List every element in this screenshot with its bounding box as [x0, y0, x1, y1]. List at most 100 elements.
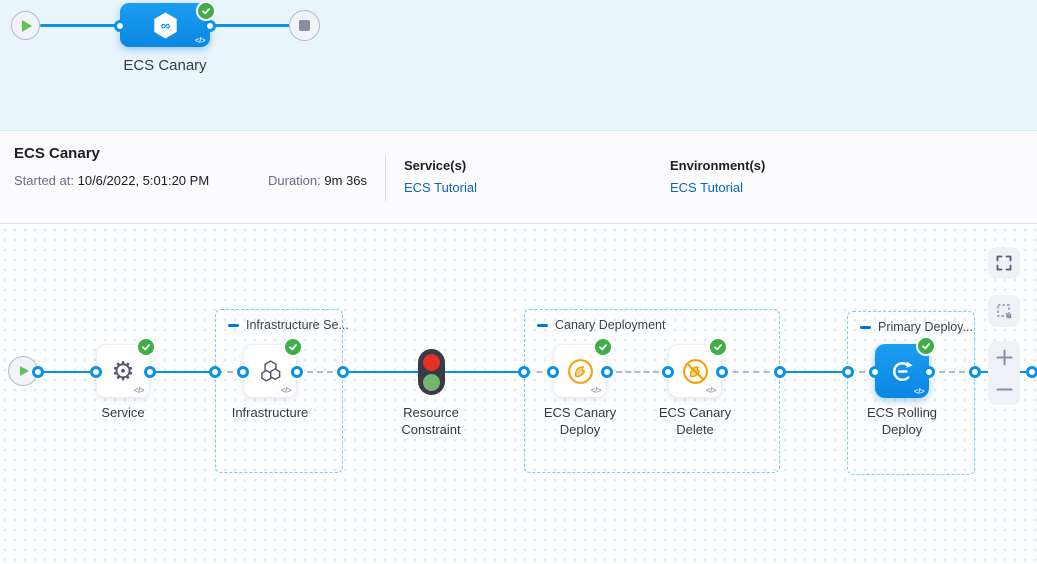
step-node-ecs-canary-deploy[interactable]: </>: [553, 337, 613, 398]
code-icon: </>: [705, 386, 717, 395]
edge-line: [210, 24, 290, 27]
canary-delete-icon: [682, 358, 708, 384]
execution-summary-bar: ECS Canary Started at: 10/6/2022, 5:01:2…: [0, 132, 1037, 224]
duration-value: 9m 36s: [324, 173, 368, 188]
environments-label: Environment(s): [670, 158, 766, 173]
traffic-light-red-icon: [423, 353, 440, 371]
plus-icon: [996, 349, 1012, 365]
started-at: Started at: 10/6/2022, 5:01:20 PM: [14, 173, 209, 188]
marquee-select-button[interactable]: [988, 295, 1020, 327]
services-block: Service(s) ECS Tutorial: [404, 158, 477, 195]
node-port: [842, 366, 854, 378]
pipeline-stage-banner: ∞ </> ECS Canary: [0, 0, 1037, 131]
node-port: [209, 366, 221, 378]
node-port: [923, 366, 935, 378]
node-port: [144, 366, 156, 378]
node-port: [291, 366, 303, 378]
services-label: Service(s): [404, 158, 467, 173]
execution-title: ECS Canary: [14, 145, 100, 162]
group-header: Canary Deployment: [537, 318, 665, 332]
canary-deploy-icon: [567, 358, 593, 384]
harness-hexagon-icon: ∞: [153, 12, 177, 38]
edge-dashed-line: [607, 371, 668, 374]
node-port: [237, 366, 249, 378]
pipeline-end-node[interactable]: [289, 10, 320, 41]
node-port: [337, 366, 349, 378]
duration-label: Duration:: [268, 173, 321, 188]
code-icon: </>: [590, 386, 602, 395]
group-label: Primary Deploy...: [878, 320, 973, 334]
step-node-ecs-canary-delete[interactable]: </>: [668, 337, 728, 398]
started-value: 10/6/2022, 5:01:20 PM: [77, 173, 210, 188]
step-node-service[interactable]: ⚙ </>: [96, 337, 156, 398]
success-check-icon: [196, 1, 216, 21]
step-node-infrastructure[interactable]: </>: [243, 337, 303, 398]
edge-line: [40, 24, 121, 27]
collapse-minus-icon[interactable]: [537, 323, 548, 327]
environments-link[interactable]: ECS Tutorial: [670, 180, 743, 195]
fullscreen-button[interactable]: [988, 247, 1020, 279]
success-check-icon: [283, 337, 303, 357]
edge-line: [38, 370, 98, 374]
code-icon: </>: [133, 386, 145, 395]
stage-label: ECS Canary: [123, 57, 207, 74]
stop-icon: [299, 20, 310, 31]
minus-icon: [996, 388, 1012, 390]
traffic-light-green-icon: [423, 373, 440, 391]
execution-graph-canvas[interactable]: Infrastructure Se... Canary Deployment P…: [0, 225, 1037, 564]
play-icon: [22, 19, 32, 32]
node-port: [716, 366, 728, 378]
collapse-minus-icon[interactable]: [860, 325, 871, 329]
node-port: [114, 19, 126, 32]
edge-dashed-line: [297, 371, 343, 374]
edge-dashed-line: [848, 371, 876, 374]
step-label: ECS Rolling Deploy: [866, 405, 938, 437]
step-label: Service: [101, 405, 145, 420]
environments-block: Environment(s) ECS Tutorial: [670, 158, 765, 195]
group-header: Primary Deploy...: [860, 320, 973, 334]
node-port: [32, 366, 44, 378]
step-label: Resource Constraint: [401, 405, 461, 437]
node-port: [547, 366, 559, 378]
node-port: [601, 366, 613, 378]
node-port: [1026, 366, 1037, 378]
summary-divider: [385, 155, 386, 201]
edge-dashed-line: [722, 371, 780, 374]
node-port: [869, 366, 881, 378]
step-node-resource-constraint[interactable]: [418, 349, 445, 395]
group-label: Canary Deployment: [555, 318, 666, 332]
fullscreen-icon: [996, 255, 1012, 271]
collapse-minus-icon[interactable]: [228, 323, 239, 327]
code-icon: </>: [280, 386, 292, 395]
duration: Duration: 9m 36s: [268, 173, 367, 188]
step-label: ECS Canary Deploy: [543, 405, 617, 437]
play-icon: [20, 366, 29, 376]
node-port: [518, 366, 530, 378]
code-icon: </>: [194, 36, 206, 45]
edge-dashed-line: [525, 371, 554, 374]
services-link[interactable]: ECS Tutorial: [404, 180, 477, 195]
node-port: [90, 366, 102, 378]
zoom-out-button[interactable]: [988, 373, 1020, 405]
node-port: [774, 366, 786, 378]
edge-line: [150, 370, 216, 374]
code-icon: </>: [913, 387, 925, 396]
group-header: Infrastructure Se...: [228, 318, 349, 332]
group-canary-deployment: Canary Deployment: [524, 309, 780, 473]
success-check-icon: [916, 336, 936, 356]
step-node-ecs-rolling-deploy[interactable]: </>: [875, 336, 936, 398]
group-label: Infrastructure Se...: [246, 318, 349, 332]
node-port: [204, 19, 216, 32]
zoom-in-button[interactable]: [988, 341, 1020, 373]
ecs-rolling-icon: [892, 361, 913, 381]
group-infrastructure-section: Infrastructure Se...: [215, 309, 349, 473]
success-check-icon: [593, 337, 613, 357]
pipeline-start-node[interactable]: [11, 11, 40, 40]
stage-node-ecs-canary[interactable]: ∞ </>: [120, 3, 210, 47]
edge-dashed-line: [929, 371, 975, 374]
edge-line: [780, 370, 848, 374]
success-check-icon: [708, 337, 728, 357]
graph-start-node[interactable]: [8, 356, 38, 386]
step-label: Infrastructure: [231, 405, 309, 420]
